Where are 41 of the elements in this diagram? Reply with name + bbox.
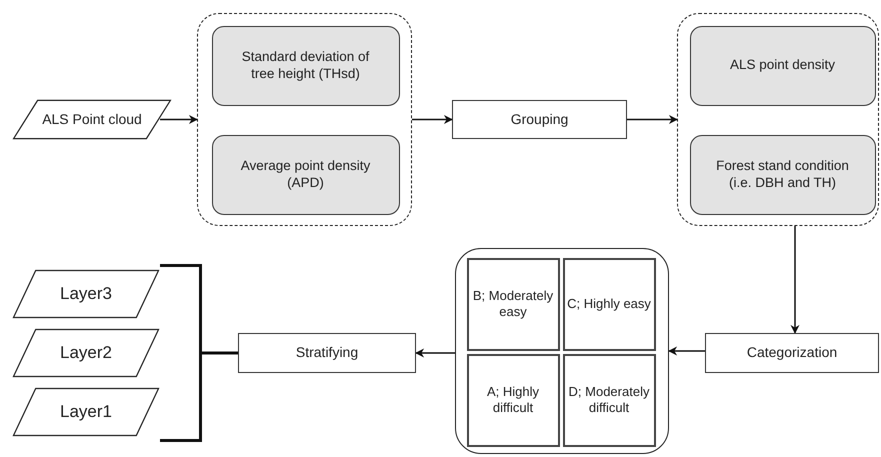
node-label: C; Highly easy — [566, 296, 652, 312]
node-label: A; Highly difficult — [486, 384, 540, 416]
node-label: Forest stand condition (i.e. DBH and TH) — [715, 158, 850, 192]
node-label: Average point density (APD) — [240, 158, 372, 192]
node-label: Grouping — [510, 110, 570, 128]
node-label: Layer1 — [59, 401, 113, 423]
dashed-group-box — [677, 13, 879, 226]
quadrant-box — [466, 258, 560, 350]
node-label: Categorization — [746, 344, 838, 362]
arrow — [160, 115, 198, 124]
arrow — [627, 115, 678, 124]
quadrant-box — [562, 258, 656, 350]
arrow — [668, 346, 705, 356]
arrow — [415, 348, 455, 358]
node-label: ALS point density — [728, 57, 836, 74]
quadrant-box — [466, 354, 560, 446]
parallelogram-box — [12, 388, 160, 436]
rounded-box — [690, 134, 876, 214]
quadrant-box — [562, 354, 656, 446]
arrow — [412, 115, 453, 124]
node-label: Layer2 — [59, 342, 113, 364]
parallelogram-box — [12, 329, 160, 377]
node-label: ALS Point cloud — [41, 110, 143, 128]
process-box — [238, 333, 416, 373]
rounded-group-box — [455, 248, 669, 454]
node-label: B; Moderately easy — [472, 288, 554, 320]
parallelogram-box — [12, 270, 160, 318]
node-label: Layer3 — [59, 283, 113, 305]
rounded-box — [212, 26, 400, 106]
parallelogram-box — [12, 100, 172, 139]
node-label: Stratifying — [294, 344, 360, 362]
process-box — [705, 333, 879, 373]
process-box — [452, 100, 627, 139]
rounded-box — [690, 26, 876, 106]
rounded-box — [212, 134, 400, 214]
bracket — [160, 264, 202, 442]
dashed-group-box — [197, 13, 412, 226]
arrow — [790, 226, 800, 334]
node-label: Standard deviation of tree height (THsd) — [240, 48, 370, 82]
node-label: D; Moderately difficult — [568, 384, 650, 416]
bracket-line — [202, 352, 238, 354]
